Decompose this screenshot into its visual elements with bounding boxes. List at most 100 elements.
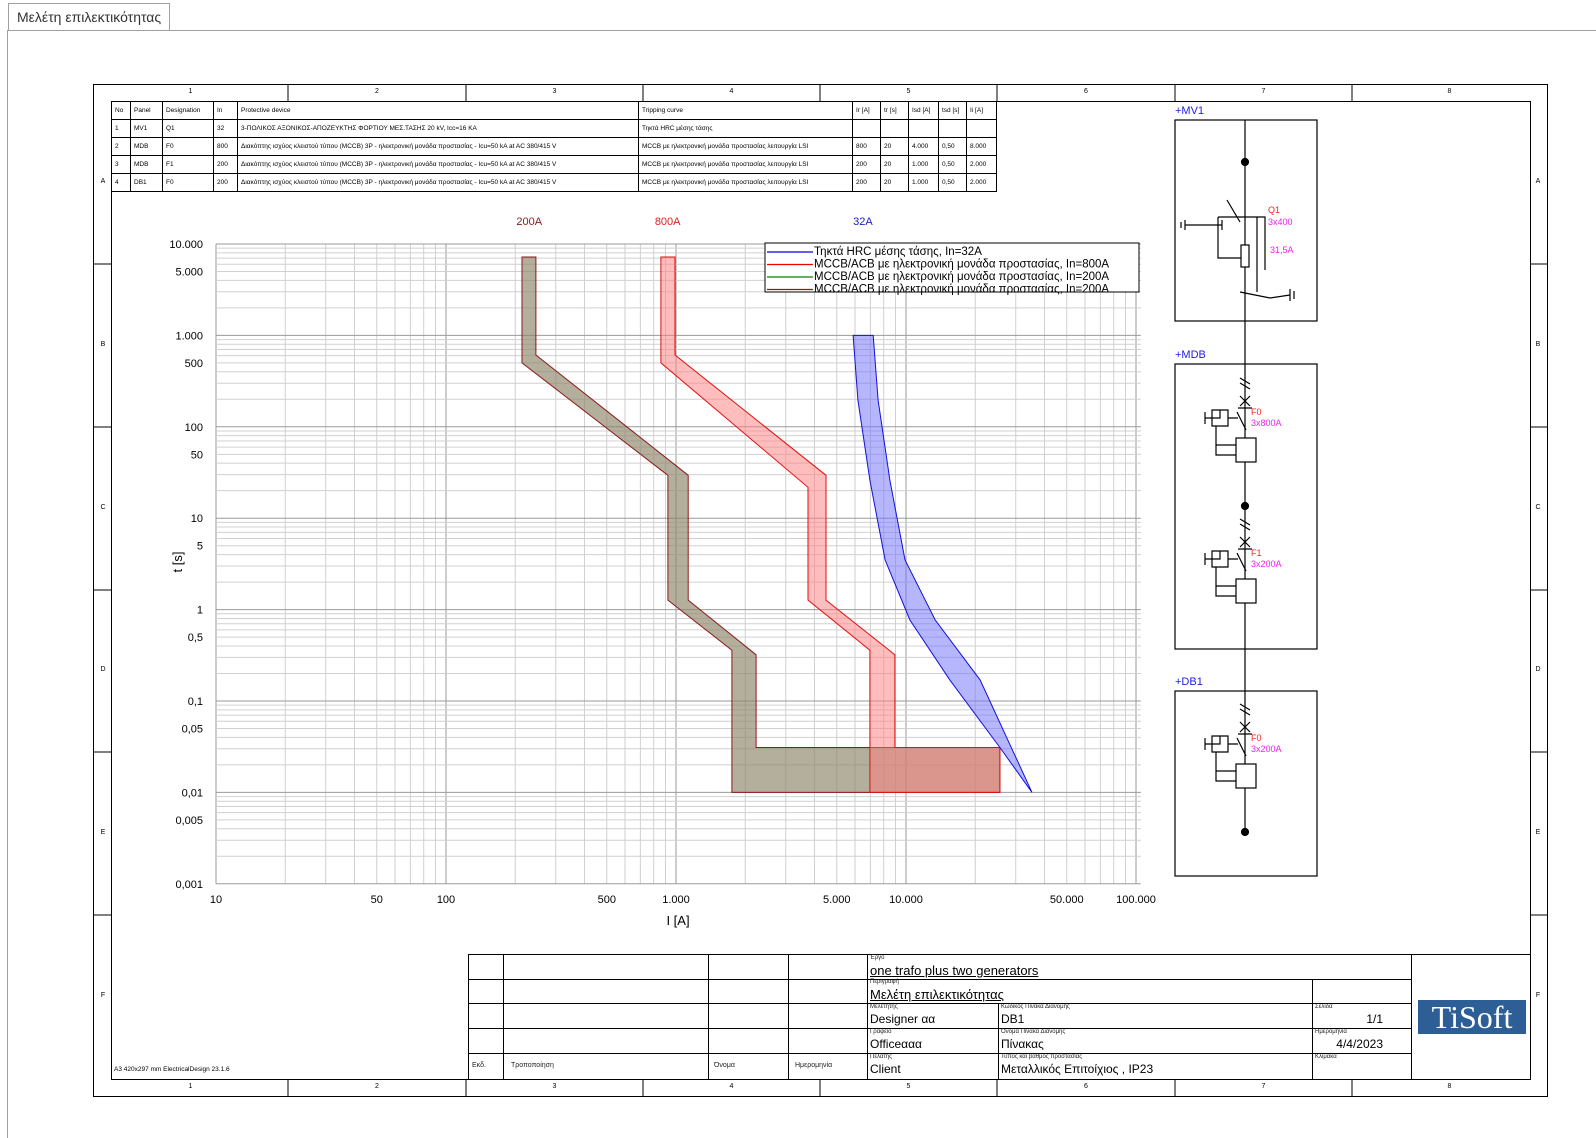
revision-header: Τροποποίηση xyxy=(511,1062,554,1069)
y-tick-label: 1.000 xyxy=(175,330,203,342)
title-cell xyxy=(503,1028,709,1054)
y-tick-label: 5.000 xyxy=(175,267,203,279)
revision-header: Όνομα xyxy=(714,1062,735,1069)
title-cell xyxy=(708,979,789,1004)
curve-band-800A xyxy=(660,256,1001,793)
column-marker: 3 xyxy=(552,88,557,95)
y-tick-label: 0,5 xyxy=(188,632,203,644)
x-axis-label: I [A] xyxy=(666,913,689,928)
legend-entry: MCCB/ACB με ηλεκτρονική μονάδα προστασία… xyxy=(814,259,1109,271)
table-cell: DB1 xyxy=(130,173,163,192)
title-cell xyxy=(503,1003,709,1029)
field-value: Officeααα xyxy=(870,1037,922,1051)
panel-box xyxy=(1174,690,1318,877)
title-cell xyxy=(788,979,868,1004)
y-tick-label: 50 xyxy=(191,449,203,461)
title-cell xyxy=(708,1003,789,1029)
y-tick-label: 10 xyxy=(191,513,203,525)
x-tick-label: 1.000 xyxy=(662,894,690,906)
field-value: DB1 xyxy=(1001,1012,1025,1026)
table-cell: 2.000 xyxy=(966,173,997,192)
x-tick-label: 5.000 xyxy=(823,894,851,906)
y-tick-label: 500 xyxy=(185,358,203,370)
row-marker: D xyxy=(1535,666,1541,673)
y-tick-label: 10.000 xyxy=(169,239,203,251)
column-marker: 4 xyxy=(729,88,734,95)
x-tick-label: 500 xyxy=(598,894,616,906)
load-break-switch-symbol xyxy=(1180,199,1295,301)
column-marker: 8 xyxy=(1447,88,1452,95)
y-tick-label: 5 xyxy=(197,541,203,553)
legend-entry: Τηκτά HRC μέσης τάσης, In=32A xyxy=(814,246,982,258)
revision-header: Εκδ. xyxy=(472,1062,486,1069)
field-label: Κλίμακα xyxy=(1315,1054,1337,1060)
device-name: F0 xyxy=(1251,407,1262,417)
row-marker: F xyxy=(1535,992,1541,999)
document-panel xyxy=(7,30,1596,1138)
device-name: F0 xyxy=(1251,733,1262,743)
column-marker: 6 xyxy=(1084,88,1088,95)
column-marker: 4 xyxy=(729,1083,734,1090)
column-marker: 5 xyxy=(906,1083,911,1090)
circuit-breaker-symbol xyxy=(1204,703,1257,789)
column-marker: 7 xyxy=(1261,88,1266,95)
row-marker: A xyxy=(100,177,106,185)
footer-note: A3 420x297 mm ElectricalDesign 23.1.6 xyxy=(114,1066,230,1073)
column-marker: 2 xyxy=(375,1083,379,1090)
x-tick-label: 50 xyxy=(371,894,383,906)
row-marker: B xyxy=(100,340,106,348)
field-label: Γραφείο xyxy=(870,1029,892,1035)
legend-entry: MCCB/ACB με ηλεκτρονική μονάδα προστασία… xyxy=(814,271,1109,283)
single-line-diagram xyxy=(1174,119,1318,877)
panel-box xyxy=(1174,119,1318,322)
tisoft-logo: TiSoft xyxy=(1418,1000,1526,1034)
title-cell xyxy=(468,979,504,1004)
field-value: 1/1 xyxy=(1366,1012,1383,1026)
revision-header: Ημερομηνία xyxy=(795,1062,833,1069)
band-label: 200A xyxy=(516,216,542,228)
y-tick-label: 0,01 xyxy=(182,787,203,799)
curve-band-200A xyxy=(521,256,1001,793)
panel-label: +MV1 xyxy=(1175,105,1204,117)
y-tick-label: 0,1 xyxy=(188,696,203,708)
title-cell xyxy=(788,1003,868,1029)
device-name: F1 xyxy=(1251,548,1262,558)
panel-label: +MDB xyxy=(1175,349,1206,361)
table-cell: 1.000 xyxy=(908,173,939,192)
field-label: Σελίδα xyxy=(1315,1004,1333,1010)
field-label: Όνομα Πίνακα Διανομής xyxy=(1001,1029,1066,1035)
field-value: Designer αα xyxy=(870,1012,936,1026)
field-value: 4/4/2023 xyxy=(1336,1037,1383,1051)
y-tick-label: 100 xyxy=(185,422,203,434)
row-marker: B xyxy=(1535,340,1541,348)
y-axis-label: t [s] xyxy=(170,552,185,573)
row-marker: D xyxy=(100,666,106,673)
title-cell xyxy=(468,1028,504,1054)
device-rating: 3x400 xyxy=(1268,217,1293,227)
row-marker: C xyxy=(1535,503,1541,511)
column-marker: 8 xyxy=(1447,1083,1452,1090)
device-rating: 3x800A xyxy=(1251,418,1282,428)
field-value: Μεταλλικός Επιτοίχιος , IP23 xyxy=(1001,1062,1154,1076)
y-tick-label: 0,005 xyxy=(175,815,203,827)
field-value: one trafo plus two generators xyxy=(870,963,1039,978)
panel-label: +DB1 xyxy=(1175,676,1203,688)
circuit-breaker-symbol xyxy=(1204,518,1257,604)
device-rating: 3x200A xyxy=(1251,559,1282,569)
y-tick-label: 1 xyxy=(197,605,203,617)
row-marker: E xyxy=(100,828,106,836)
column-marker: 6 xyxy=(1084,1083,1088,1090)
x-tick-label: 50.000 xyxy=(1050,894,1084,906)
title-cell xyxy=(503,979,709,1004)
y-tick-label: 0,001 xyxy=(175,879,203,891)
title-cell xyxy=(503,954,709,980)
field-label: Κωδικός Πίνακα Διανομής xyxy=(1001,1004,1070,1010)
field-label: Πελάτης xyxy=(870,1054,892,1060)
tab-selectivity-study[interactable]: Μελέτη επιλεκτικότητας xyxy=(8,3,171,30)
x-tick-label: 10 xyxy=(210,894,222,906)
row-marker: A xyxy=(1535,177,1541,185)
